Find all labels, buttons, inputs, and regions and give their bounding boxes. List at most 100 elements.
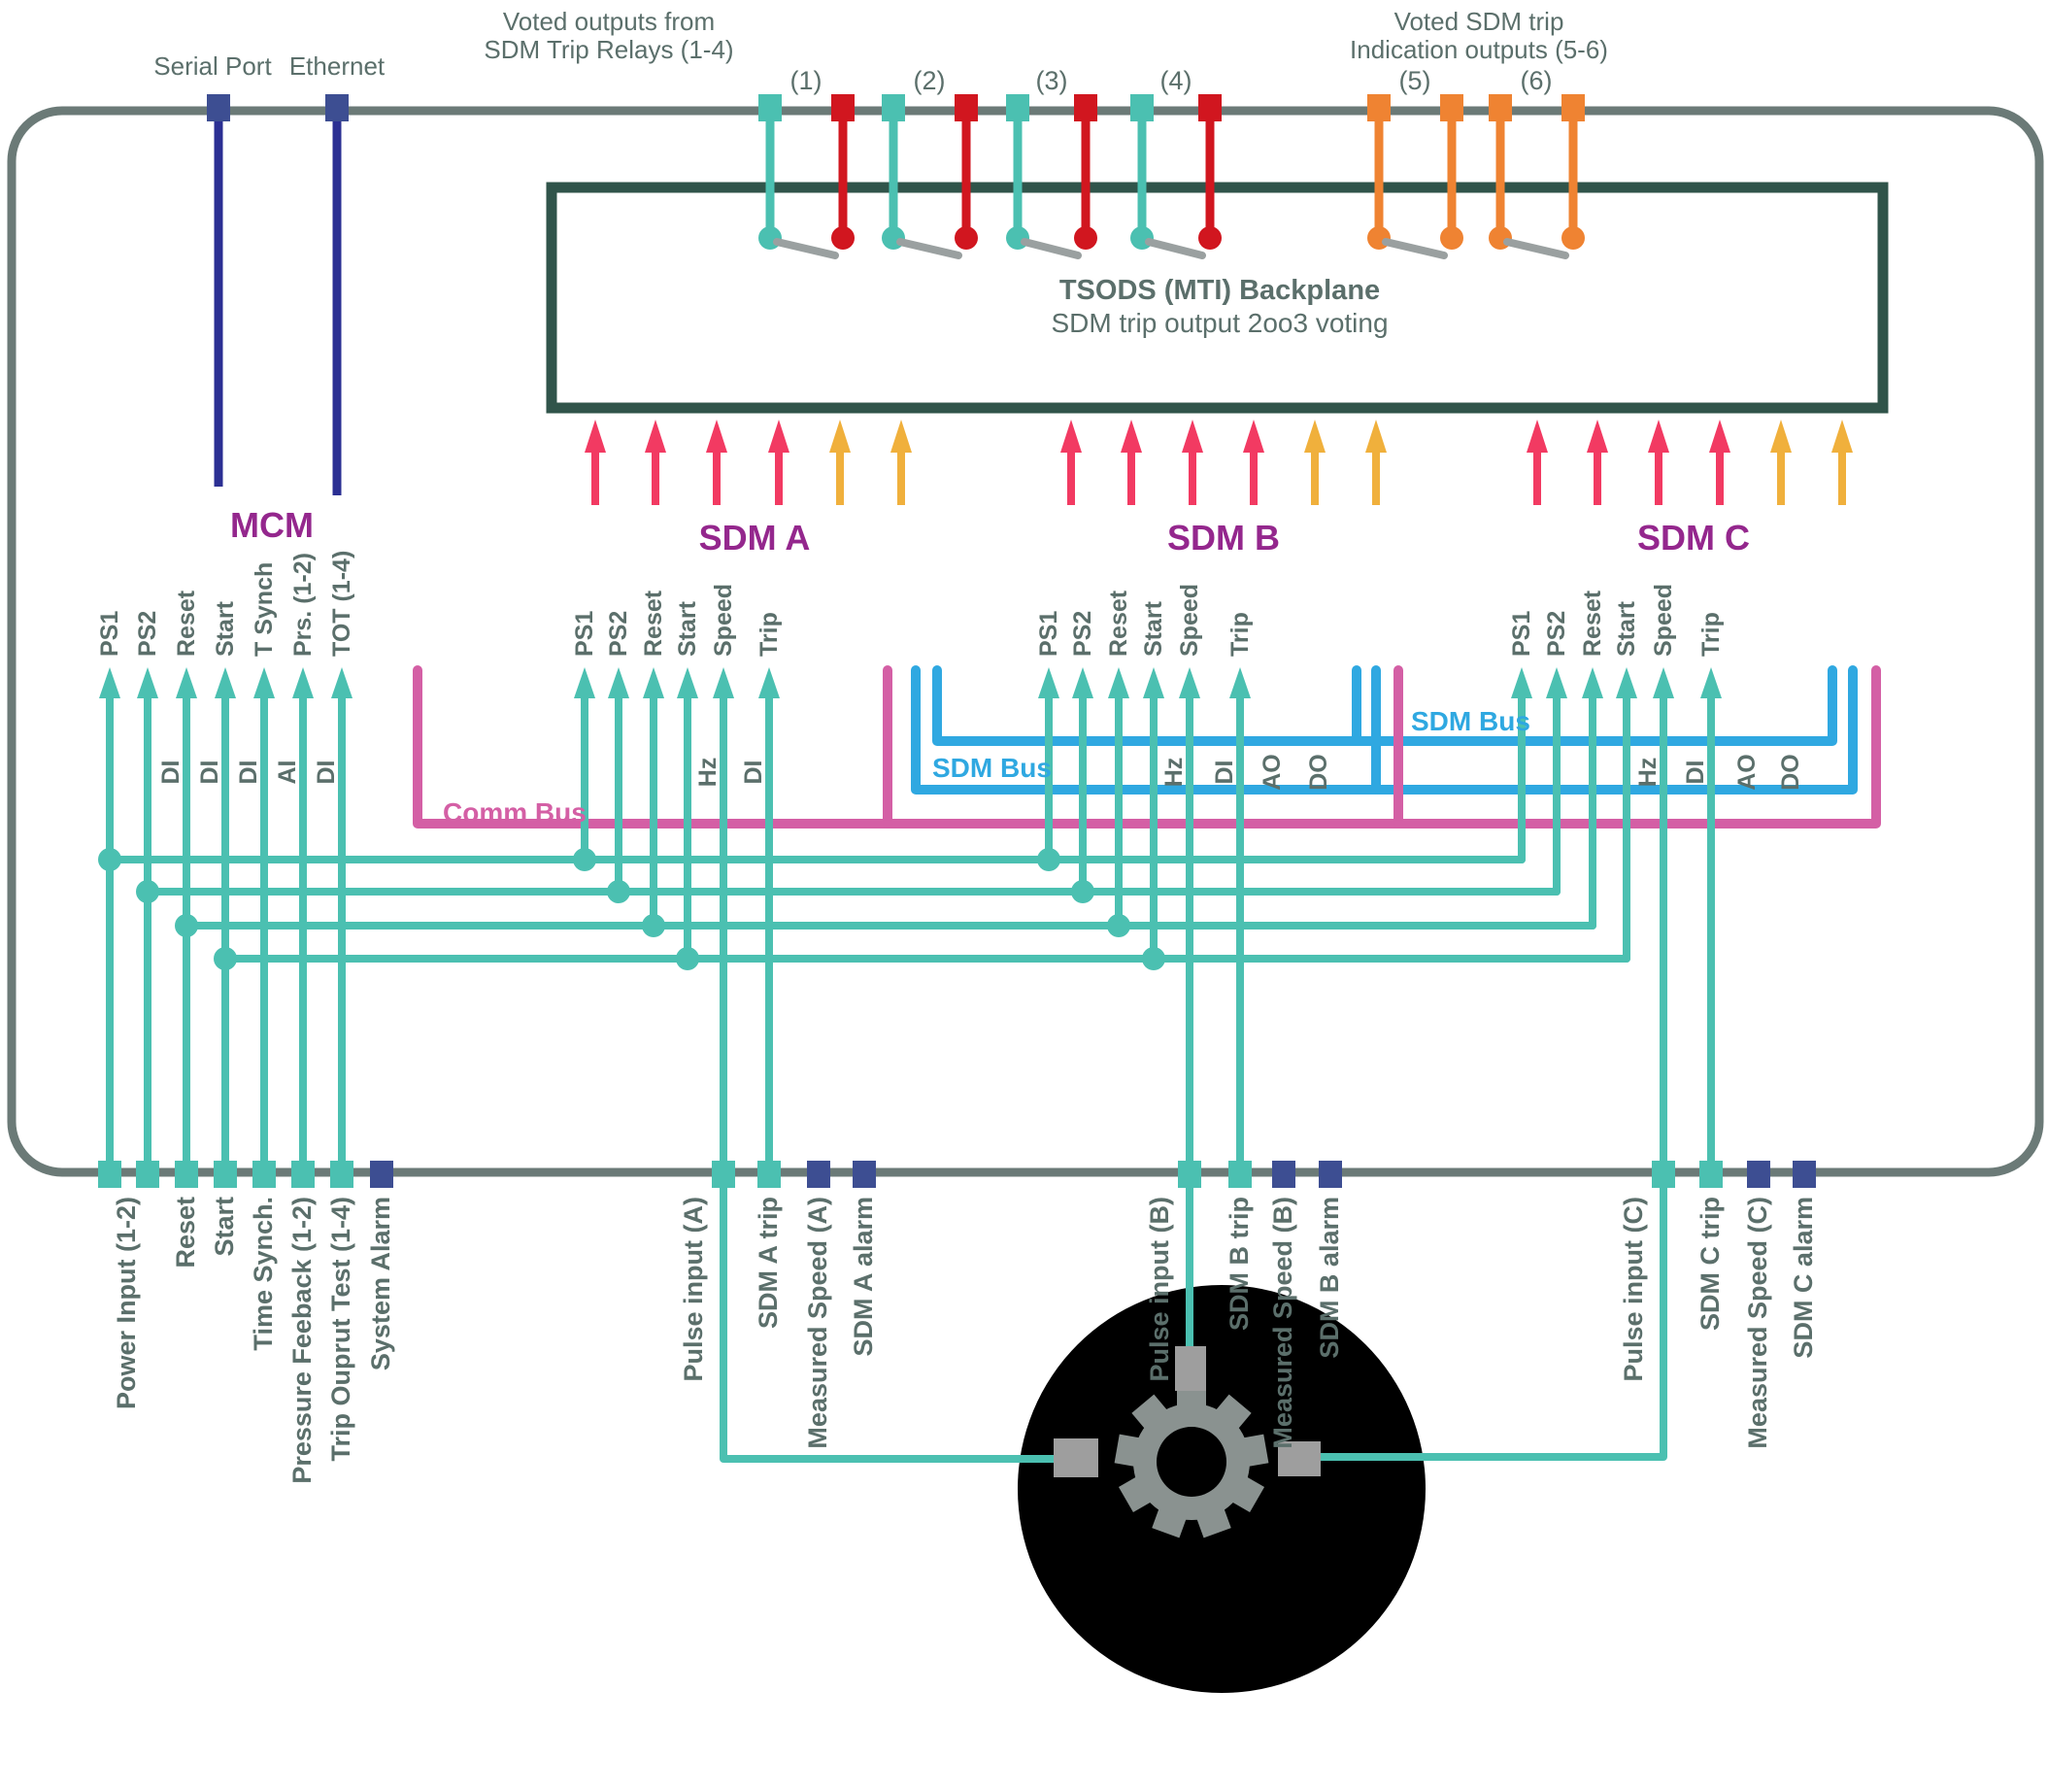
relay-6-contact-b xyxy=(1561,226,1585,250)
junction-dot xyxy=(642,914,665,937)
sdm-c-speed-signal-label: Speed xyxy=(1650,584,1677,657)
sdm-c-trip-type-label: DI xyxy=(1682,761,1709,785)
serial-port-connector xyxy=(207,94,230,121)
measured-speed-a-port-label: Measured Speed (A) xyxy=(803,1197,832,1449)
comm-bus-label: Comm Bus xyxy=(443,797,587,828)
sdm-a-ps2-signal-label: PS2 xyxy=(605,611,632,657)
sdm-b-alarm-port-label: SDM B alarm xyxy=(1315,1197,1344,1359)
pulse-input-b-port-label: Pulse input (B) xyxy=(1145,1197,1174,1382)
pulse-input-wiring xyxy=(720,1170,1667,1463)
junction-dots xyxy=(98,848,1165,970)
relay-number-5: (5) xyxy=(1399,66,1431,95)
sdm-bus-lines xyxy=(911,665,1858,795)
sdm-a-alarm-terminal xyxy=(853,1161,876,1188)
pulse-input-a-port-label: Pulse input (A) xyxy=(679,1197,708,1382)
relay-5-terminal-b xyxy=(1440,94,1463,121)
bottom-connectors xyxy=(98,1161,1816,1188)
sdm-c-reset-signal-label: Reset xyxy=(1579,590,1606,657)
junction-dot xyxy=(1071,880,1094,903)
sdm-b-do-type-label: DO xyxy=(1305,754,1332,791)
junction-dot xyxy=(136,880,159,903)
measured-speed-a-terminal xyxy=(807,1161,830,1188)
speed-sensor-c xyxy=(1278,1441,1321,1476)
mcm-prs-type-label: AI xyxy=(274,761,301,785)
start-terminal xyxy=(214,1161,237,1188)
speed-sensor-a xyxy=(1054,1438,1098,1477)
relay-6-terminal-a xyxy=(1489,94,1512,121)
sdm-c-signal-lines xyxy=(1511,667,1722,1178)
relay-5-switch-blade xyxy=(1382,238,1448,259)
mcm-tsynch-type-label: DI xyxy=(235,761,262,785)
sdm-b-trip-terminal xyxy=(1228,1161,1252,1188)
sdm-bus-lower xyxy=(911,665,1858,795)
sdm-b-signal-lines xyxy=(1038,667,1251,1178)
sdm-c-label: SDM C xyxy=(1637,518,1750,558)
mcm-tot-type-label: DI xyxy=(313,761,340,785)
relay-1-terminal-b xyxy=(831,94,855,121)
sdm-c-alarm-port-label: SDM C alarm xyxy=(1789,1197,1818,1359)
sdm-c-start-signal-label: Start xyxy=(1613,600,1640,657)
trip-output-test-port-label: Trip Ouprut Test (1-4) xyxy=(326,1197,355,1462)
relay-2-terminal-b xyxy=(955,94,978,121)
sdm-b-start-signal-label: Start xyxy=(1140,600,1167,657)
top-connectors xyxy=(207,94,1585,121)
sdm-a-trip-terminal xyxy=(757,1161,781,1188)
pulse-c-wire xyxy=(1315,1170,1667,1461)
comm-bus-lines xyxy=(413,665,1881,828)
relay-3-contact-b xyxy=(1074,226,1097,250)
trip-output-test-terminal xyxy=(330,1161,353,1188)
mcm-ps2-signal-label: PS2 xyxy=(134,611,161,657)
backplane-subtitle: SDM trip output 2oo3 voting xyxy=(1051,308,1388,338)
voted-trip-header-line2: SDM Trip Relays (1-4) xyxy=(484,35,733,64)
serial-port-label: Serial Port xyxy=(153,51,272,81)
sdm-a-trip-port-label: SDM A trip xyxy=(754,1197,783,1329)
pulse-input-c-port-label: Pulse input (C) xyxy=(1619,1197,1648,1382)
relay-4-switch-blade xyxy=(1145,238,1206,259)
pulse-input-a-terminal xyxy=(712,1161,735,1188)
mcm-prs-signal-label: Prs. (1-2) xyxy=(289,553,317,657)
sdm-a-reset-signal-label: Reset xyxy=(640,590,667,657)
sdm-a-alarm-port-label: SDM A alarm xyxy=(849,1197,878,1357)
relay-number-6: (6) xyxy=(1521,66,1553,95)
power-input-2-terminal xyxy=(136,1161,159,1188)
relay-6-switch-blade xyxy=(1503,238,1569,259)
mcm-start-signal-label: Start xyxy=(212,600,239,657)
relay-3-switch-blade xyxy=(1021,238,1082,259)
sdm-c-ps1-signal-label: PS1 xyxy=(1508,611,1535,657)
sdm-a-start-signal-label: Start xyxy=(674,600,701,657)
relay-1-switch-blade xyxy=(773,238,839,259)
reset-port-label: Reset xyxy=(171,1197,200,1268)
junction-dot xyxy=(676,947,699,970)
pulse-a-wire xyxy=(720,1170,1061,1463)
speed-sensor-b xyxy=(1175,1346,1206,1391)
time-synch-terminal xyxy=(252,1161,276,1188)
relay-number-4: (4) xyxy=(1160,66,1192,95)
sdm-b-speed-signal-label: Speed xyxy=(1176,584,1203,657)
junction-dot xyxy=(98,848,121,871)
mcm-start-type-label: DI xyxy=(196,761,223,785)
voted-indication-header-line1: Voted SDM trip xyxy=(1394,7,1564,36)
sdm-bus-upper xyxy=(932,665,1837,746)
comm-bus-main xyxy=(413,665,1881,828)
sdm-b-ao-type-label: AO xyxy=(1259,754,1286,791)
sdm-a-trip-signal-label: Trip xyxy=(755,612,783,657)
relay-3-terminal-a xyxy=(1006,94,1029,121)
relay-3-terminal-b xyxy=(1074,94,1097,121)
junction-dot xyxy=(1107,914,1130,937)
pulse-input-b-terminal xyxy=(1178,1161,1201,1188)
sdm-bus-label-c: SDM Bus xyxy=(1411,706,1530,736)
relay-4-terminal-b xyxy=(1198,94,1222,121)
sdm-b-ps1-signal-label: PS1 xyxy=(1035,611,1062,657)
measured-speed-c-terminal xyxy=(1747,1161,1770,1188)
sdm-c-trip-port-label: SDM C trip xyxy=(1695,1197,1725,1331)
junction-dot xyxy=(607,880,630,903)
sdm-a-ps1-signal-label: PS1 xyxy=(571,611,598,657)
backplane-title: TSODS (MTI) Backplane xyxy=(1059,275,1380,306)
mcm-tot-signal-label: TOT (1-4) xyxy=(328,551,355,657)
pulse-input-c-terminal xyxy=(1652,1161,1675,1188)
voted-trip-header-line1: Voted outputs from xyxy=(503,7,715,36)
junction-dot xyxy=(214,947,237,970)
distribution-rails xyxy=(106,856,1630,963)
sdm-bus-label-b: SDM Bus xyxy=(932,753,1052,783)
